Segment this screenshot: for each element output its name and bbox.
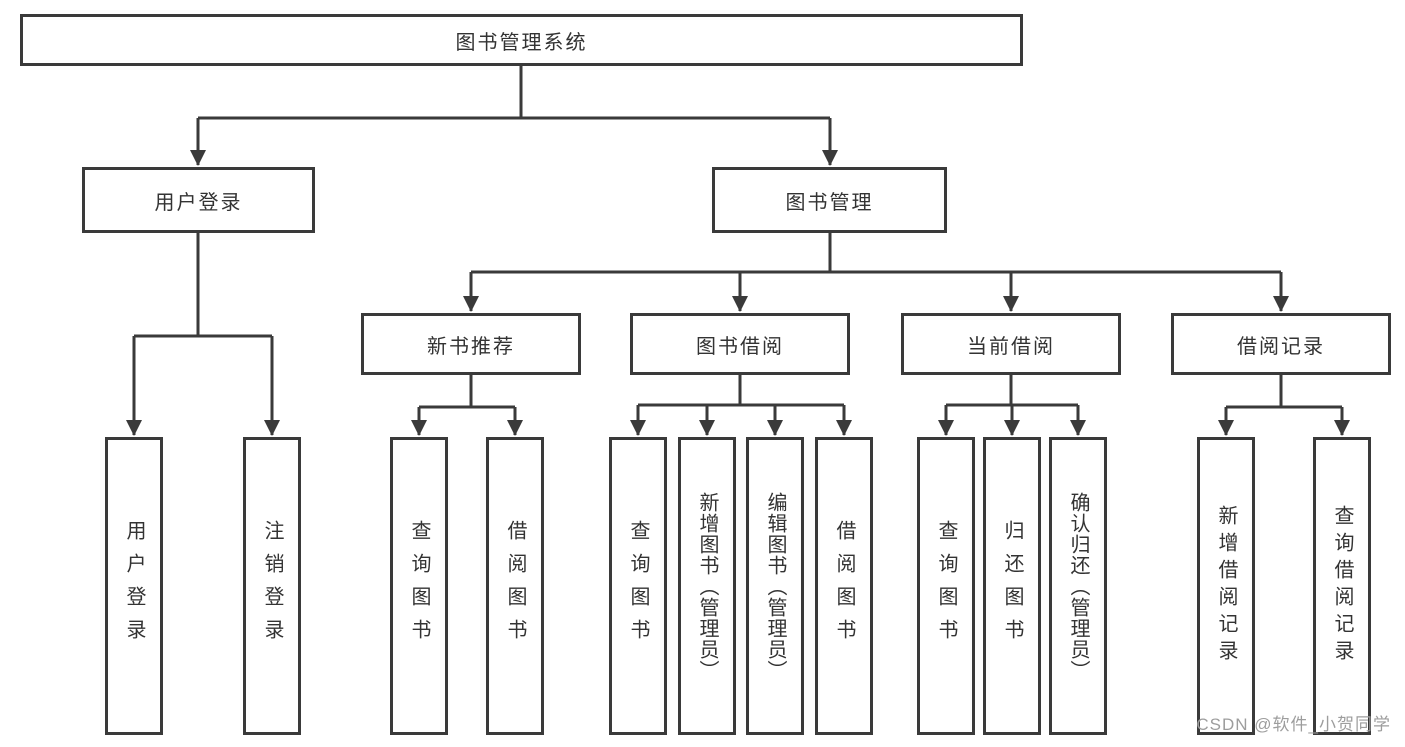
leaf-edit-books-admin: 编辑图书（管理员）: [746, 437, 804, 735]
node-book-borrowing: 图书借阅: [630, 313, 850, 375]
leaf-label: 查询图书: [935, 520, 957, 652]
leaf-query-borrow-record: 查询借阅记录: [1313, 437, 1371, 735]
leaf-label: 用户登录: [123, 520, 145, 652]
node-label: 用户登录: [154, 191, 243, 214]
node-current-borrowing: 当前借阅: [901, 313, 1121, 375]
node-label: 图书借阅: [696, 335, 784, 358]
leaf-query-books-borrow: 查询图书: [609, 437, 667, 735]
node-label: 图书管理: [785, 191, 874, 214]
node-label: 图书管理系统: [455, 31, 588, 54]
leaf-label: 查询图书: [627, 520, 649, 652]
node-label: 借阅记录: [1237, 335, 1325, 358]
leaf-label: 查询图书: [408, 520, 430, 652]
leaf-query-books-recommend: 查询图书: [390, 437, 448, 735]
leaf-user-login: 用户登录: [105, 437, 163, 735]
node-new-book-recommend: 新书推荐: [361, 313, 581, 375]
leaf-add-borrow-record: 新增借阅记录: [1197, 437, 1255, 735]
leaf-label: 确认归还（管理员）: [1067, 491, 1089, 681]
node-user-login: 用户登录: [82, 167, 315, 233]
leaf-confirm-return-admin: 确认归还（管理员）: [1049, 437, 1107, 735]
leaf-return-books: 归还图书: [983, 437, 1041, 735]
leaf-add-books-admin: 新增图书（管理员）: [678, 437, 736, 735]
leaf-label: 新增图书（管理员）: [696, 491, 718, 681]
leaf-label: 查询借阅记录: [1331, 505, 1353, 667]
leaf-label: 借阅图书: [833, 520, 855, 652]
leaf-label: 编辑图书（管理员）: [764, 491, 786, 681]
node-book-management: 图书管理: [712, 167, 947, 233]
node-library-management-system: 图书管理系统: [20, 14, 1023, 66]
leaf-logout: 注销登录: [243, 437, 301, 735]
leaf-label: 归还图书: [1001, 520, 1023, 652]
leaf-borrow-books-recommend: 借阅图书: [486, 437, 544, 735]
leaf-borrow-books: 借阅图书: [815, 437, 873, 735]
leaf-query-books-current: 查询图书: [917, 437, 975, 735]
leaf-label: 借阅图书: [504, 520, 526, 652]
leaf-label: 新增借阅记录: [1215, 505, 1237, 667]
leaf-label: 注销登录: [261, 520, 283, 652]
node-label: 新书推荐: [427, 335, 515, 358]
csdn-watermark: CSDN @软件_小贺同学: [1196, 715, 1391, 734]
node-borrowing-records: 借阅记录: [1171, 313, 1391, 375]
node-label: 当前借阅: [967, 335, 1055, 358]
